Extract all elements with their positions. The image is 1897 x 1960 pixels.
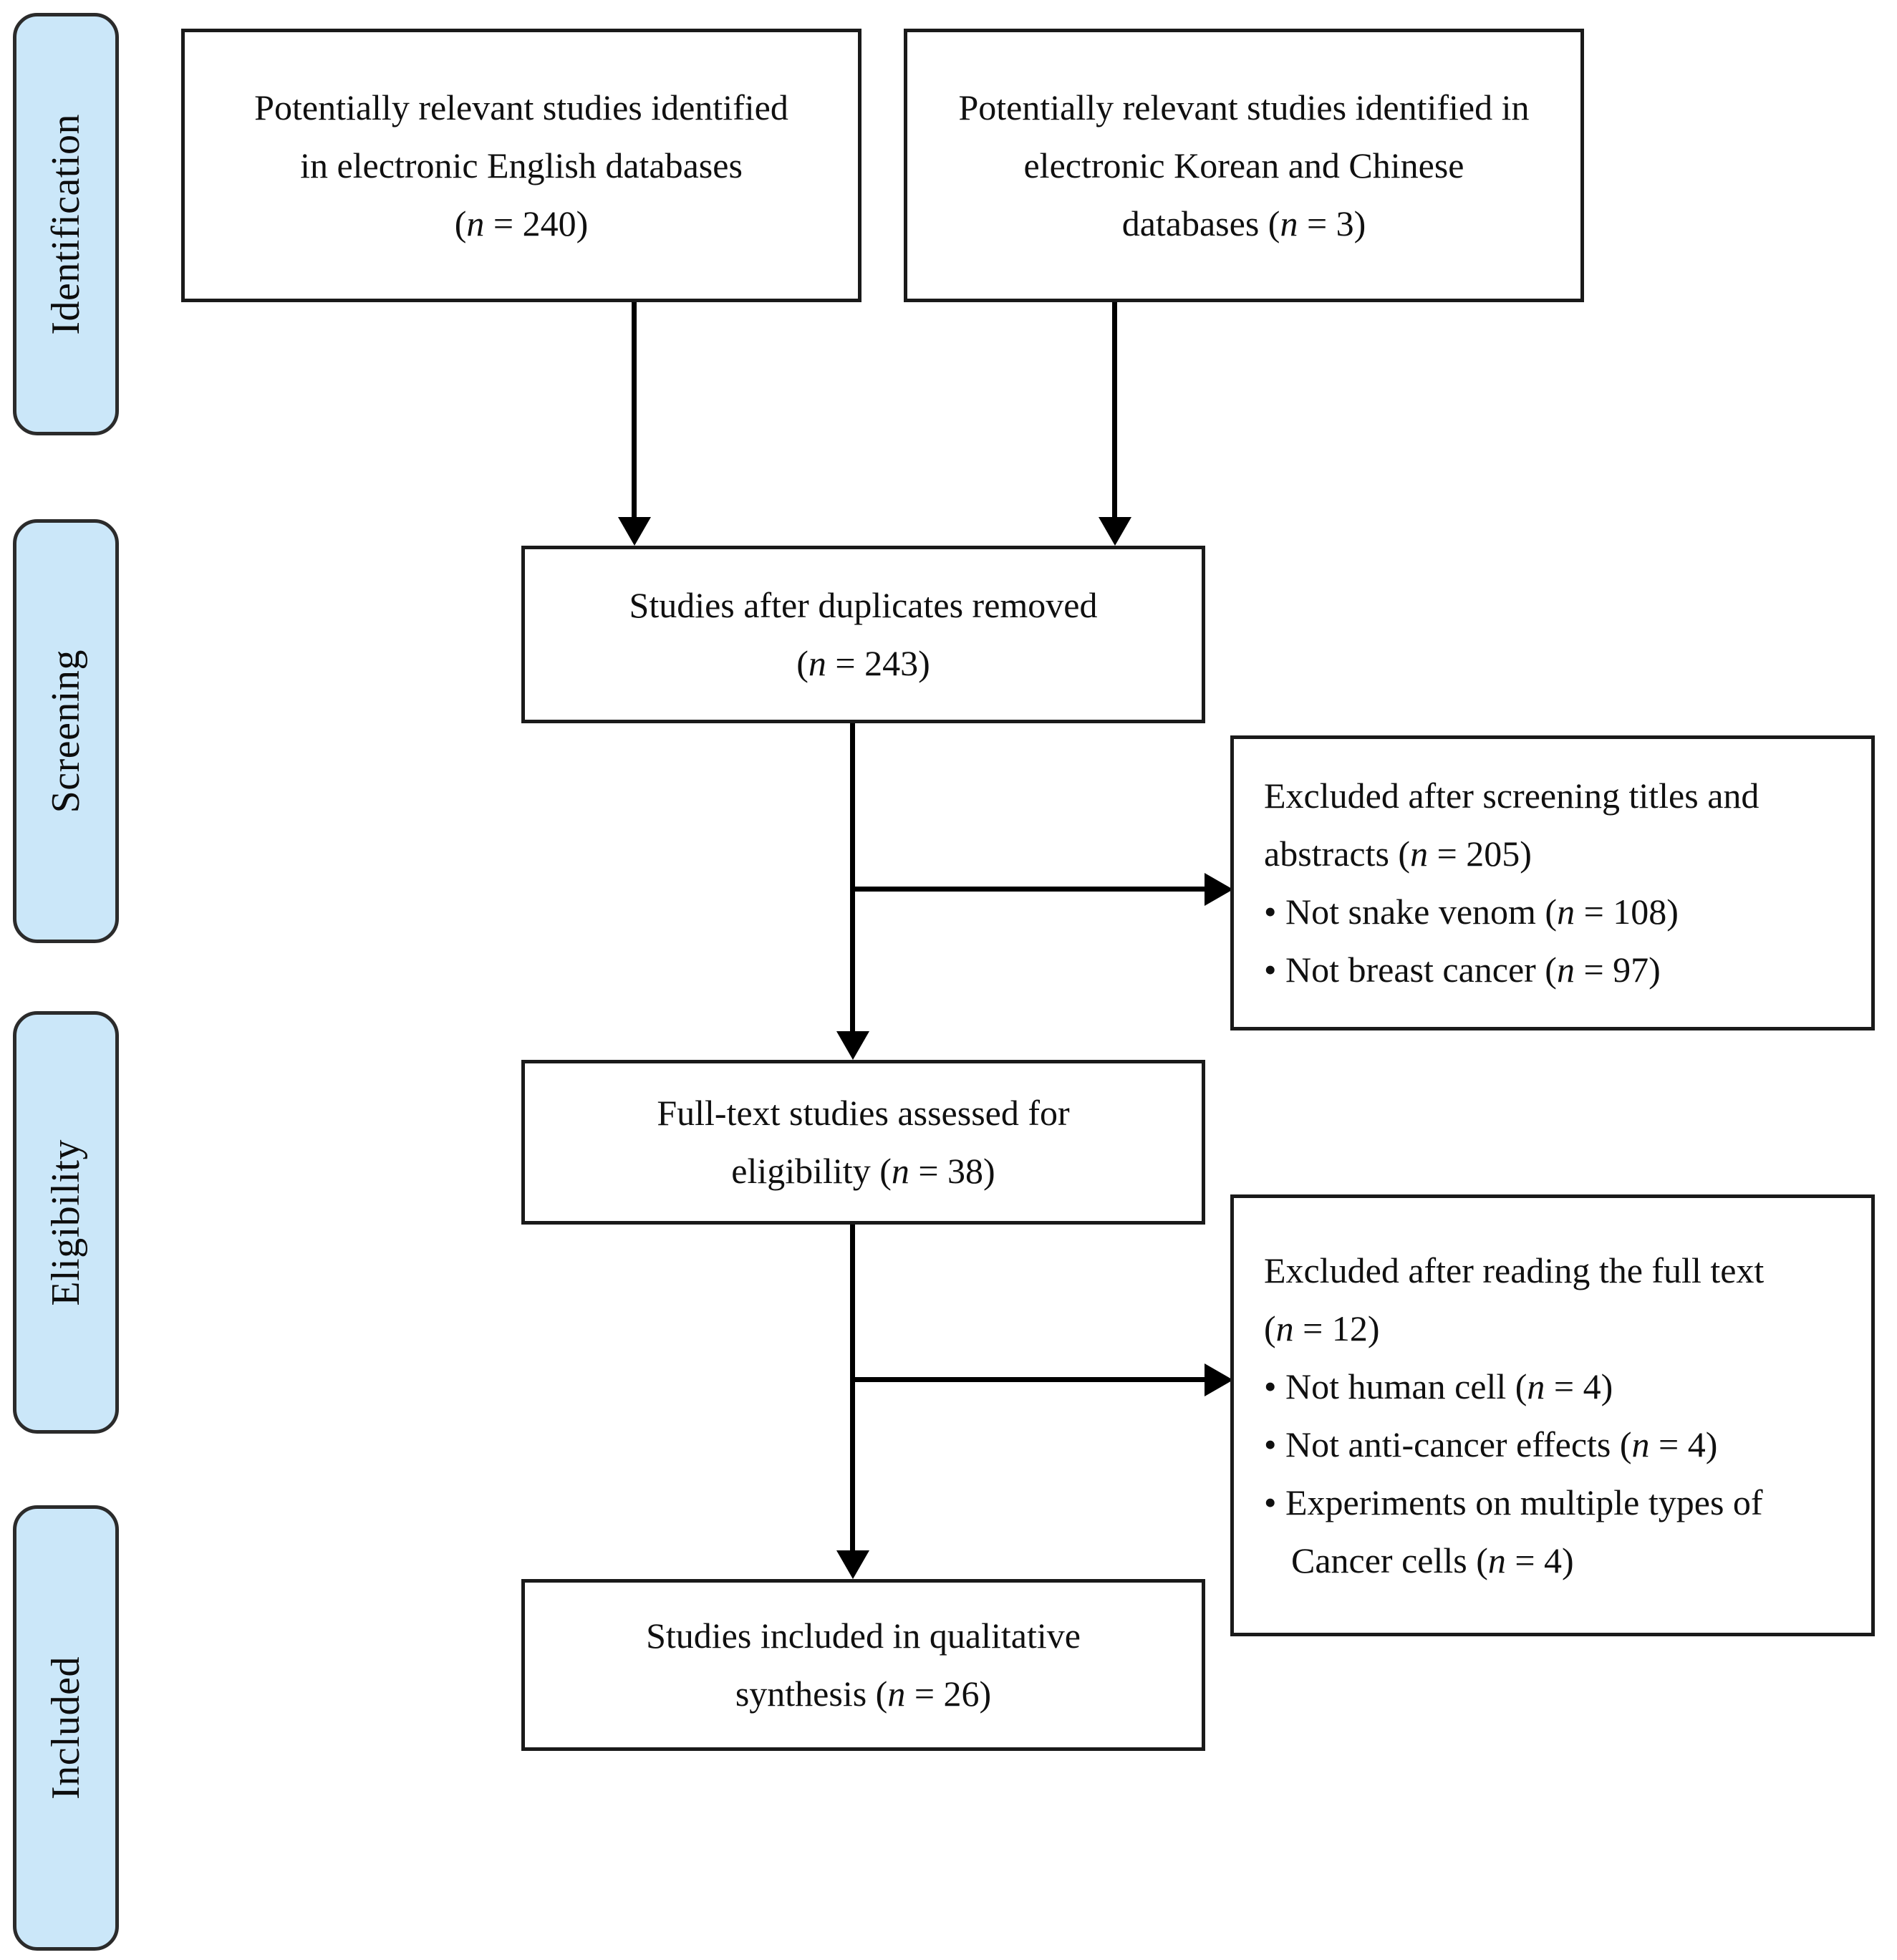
bullet-suffix: = 97) bbox=[1574, 950, 1661, 990]
box-excluded-after-fulltext-bullet-2: • Not anti-cancer effects (n = 4) bbox=[1264, 1416, 1717, 1474]
box-excluded-after-fulltext: Excluded after reading the full text (n … bbox=[1230, 1194, 1875, 1636]
box-duplicates-removed-line1: Studies after duplicates removed bbox=[629, 585, 1098, 625]
bullet-suffix: = 4) bbox=[1649, 1424, 1718, 1464]
arrowhead-duplicates-to-fulltext bbox=[836, 1031, 869, 1060]
box-excluded-after-fulltext-line1: Excluded after reading the full text bbox=[1264, 1250, 1765, 1290]
stage-label-identification: Identification bbox=[44, 113, 88, 335]
arrowhead-screening-exclusion bbox=[1205, 873, 1233, 906]
box-excluded-after-fulltext-bullet-1: • Not human cell (n = 4) bbox=[1264, 1358, 1613, 1416]
count-n-symbol: n bbox=[1410, 834, 1429, 874]
bullet-suffix: = 108) bbox=[1575, 892, 1679, 932]
box-excluded-after-screening-bullet-2: • Not breast cancer (n = 97) bbox=[1264, 941, 1661, 999]
box-excluded-after-screening: Excluded after screening titles and abst… bbox=[1230, 735, 1875, 1030]
box-english-databases-line1: Potentially relevant studies identified bbox=[254, 87, 788, 127]
arrowhead-english-to-duplicates bbox=[618, 517, 651, 546]
box-english-databases-line2: in electronic English databases bbox=[300, 145, 743, 185]
count-suffix: = 38) bbox=[909, 1151, 995, 1191]
stage-bar-eligibility: Eligibility bbox=[13, 1011, 119, 1434]
box-excluded-after-screening-bullet-1: • Not snake venom (n = 108) bbox=[1264, 883, 1679, 941]
connector-duplicates-to-fulltext bbox=[850, 722, 855, 1037]
count-prefix: eligibility ( bbox=[731, 1151, 892, 1191]
stage-label-eligibility: Eligibility bbox=[44, 1139, 88, 1306]
stage-label-included: Included bbox=[44, 1656, 88, 1800]
count-suffix: = 205) bbox=[1428, 834, 1532, 874]
count-n-symbol: n bbox=[887, 1674, 906, 1714]
box-excluded-after-screening-line1: Excluded after screening titles and bbox=[1264, 776, 1760, 816]
count-suffix: = 12) bbox=[1293, 1308, 1380, 1348]
stage-bar-screening: Screening bbox=[13, 519, 119, 943]
count-prefix: ( bbox=[1264, 1308, 1276, 1348]
bullet-n-symbol: n bbox=[1487, 1540, 1506, 1580]
box-korean-chinese-databases-count: databases (n = 3) bbox=[1122, 195, 1366, 253]
box-korean-chinese-databases-line2: electronic Korean and Chinese bbox=[1023, 145, 1464, 185]
box-qualitative-synthesis: Studies included in qualitative synthesi… bbox=[521, 1579, 1205, 1751]
box-korean-chinese-databases-line1: Potentially relevant studies identified … bbox=[958, 87, 1530, 127]
count-suffix: = 26) bbox=[905, 1674, 992, 1714]
count-n-symbol: n bbox=[1280, 203, 1298, 243]
bullet-prefix: • Not anti-cancer effects ( bbox=[1264, 1424, 1632, 1464]
count-prefix: databases ( bbox=[1121, 203, 1280, 243]
box-qualitative-synthesis-line1: Studies included in qualitative bbox=[646, 1616, 1081, 1656]
box-korean-chinese-databases: Potentially relevant studies identified … bbox=[904, 29, 1584, 302]
stage-bar-included: Included bbox=[13, 1505, 119, 1951]
connector-fulltext-exclusion-branch bbox=[850, 1377, 1208, 1382]
count-suffix: = 240) bbox=[484, 203, 589, 243]
count-suffix: = 3) bbox=[1298, 203, 1366, 243]
count-n-symbol: n bbox=[1275, 1308, 1294, 1348]
box-excluded-after-fulltext-bullet-3: • Experiments on multiple types of bbox=[1264, 1482, 1763, 1522]
box-duplicates-removed-count: (n = 243) bbox=[796, 634, 930, 692]
box-excluded-after-screening-count: abstracts (n = 205) bbox=[1264, 825, 1532, 883]
count-n-symbol: n bbox=[808, 643, 826, 683]
connector-english-to-duplicates bbox=[632, 299, 637, 521]
box-fulltext-assessed: Full-text studies assessed for eligibili… bbox=[521, 1060, 1205, 1225]
count-n-symbol: n bbox=[466, 203, 485, 243]
bullet-n-symbol: n bbox=[1557, 892, 1575, 932]
arrowhead-fulltext-exclusion bbox=[1205, 1363, 1233, 1396]
bullet-prefix: • Not breast cancer ( bbox=[1264, 950, 1557, 990]
count-prefix: abstracts ( bbox=[1264, 834, 1411, 874]
bullet-n-symbol: n bbox=[1527, 1366, 1545, 1406]
bullet-prefix: Cancer cells ( bbox=[1291, 1540, 1488, 1580]
stage-label-screening: Screening bbox=[44, 649, 88, 814]
count-prefix: synthesis ( bbox=[735, 1674, 888, 1714]
bullet-suffix: = 4) bbox=[1505, 1540, 1574, 1580]
count-n-symbol: n bbox=[891, 1151, 909, 1191]
box-fulltext-assessed-count: eligibility (n = 38) bbox=[731, 1142, 995, 1200]
count-prefix: ( bbox=[796, 643, 808, 683]
box-excluded-after-fulltext-bullet-3-continued: Cancer cells (n = 4) bbox=[1264, 1532, 1574, 1590]
box-excluded-after-fulltext-count: (n = 12) bbox=[1264, 1300, 1380, 1358]
count-prefix: ( bbox=[454, 203, 467, 243]
box-qualitative-synthesis-count: synthesis (n = 26) bbox=[735, 1665, 991, 1723]
box-fulltext-assessed-line1: Full-text studies assessed for bbox=[657, 1093, 1070, 1133]
connector-korean-to-duplicates bbox=[1112, 299, 1117, 521]
stage-bar-identification: Identification bbox=[13, 13, 119, 435]
connector-screening-exclusion-branch bbox=[850, 887, 1208, 892]
bullet-prefix: • Not snake venom ( bbox=[1264, 892, 1558, 932]
bullet-suffix: = 4) bbox=[1545, 1366, 1613, 1406]
box-english-databases-count: (n = 240) bbox=[455, 195, 589, 253]
bullet-n-symbol: n bbox=[1556, 950, 1575, 990]
box-duplicates-removed: Studies after duplicates removed (n = 24… bbox=[521, 546, 1205, 723]
arrowhead-fulltext-to-included bbox=[836, 1550, 869, 1579]
count-suffix: = 243) bbox=[826, 643, 930, 683]
bullet-prefix: • Not human cell ( bbox=[1264, 1366, 1527, 1406]
bullet-n-symbol: n bbox=[1631, 1424, 1650, 1464]
box-english-databases: Potentially relevant studies identified … bbox=[181, 29, 861, 302]
connector-fulltext-to-included bbox=[850, 1219, 855, 1555]
arrowhead-korean-to-duplicates bbox=[1099, 517, 1131, 546]
